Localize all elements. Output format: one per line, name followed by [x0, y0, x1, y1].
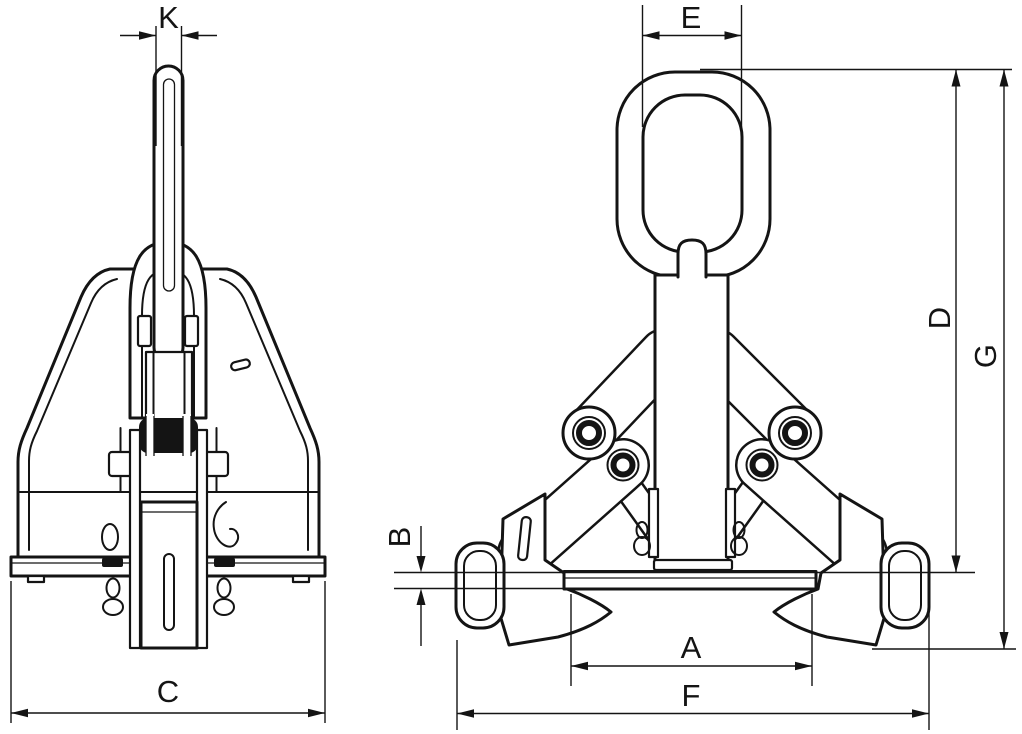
dimension-label-k: K [158, 0, 179, 35]
foot-slot [517, 515, 532, 562]
front-chain-left [633, 521, 651, 556]
stowed-hook [212, 501, 240, 548]
dimension-K: K [120, 0, 217, 146]
center-blade [139, 500, 199, 650]
dimension-B: B [382, 526, 566, 646]
side-face-slot [230, 358, 251, 372]
dimension-label-b: B [382, 527, 417, 548]
dimension-D: D [394, 68, 1012, 574]
dimension-label-a: A [681, 630, 702, 665]
dimension-F: F [456, 565, 930, 730]
chain-right [213, 577, 235, 616]
column [653, 273, 730, 564]
clevis-ear-left [136, 314, 153, 348]
link-stub [676, 238, 708, 279]
front-base-plate [562, 570, 818, 591]
dimension-A: A [570, 594, 813, 686]
front-view [454, 70, 931, 647]
dimension-label-c: C [157, 674, 179, 709]
handle-right [879, 541, 931, 630]
dimension-label-f: F [682, 678, 701, 713]
bail [152, 64, 185, 364]
dimension-label-e: E [681, 0, 702, 35]
clevis-ear-right [183, 314, 200, 348]
pivot-inner-right [745, 448, 779, 482]
side-view [9, 64, 327, 650]
side-band-hole [101, 523, 119, 551]
dimension-C: C [10, 581, 326, 723]
dimension-label-d: D [922, 307, 957, 329]
dimension-E: E [641, 0, 743, 127]
cross-pin [652, 558, 734, 572]
pivot-outer-right [767, 405, 823, 461]
front-chain-right [730, 521, 748, 556]
pivot-inner-left [606, 448, 640, 482]
wing-bolt-right [203, 427, 230, 492]
pivot-outer-left [561, 405, 617, 461]
handle-left [454, 541, 506, 630]
dimension-label-g: G [968, 344, 1003, 368]
chain-left [102, 577, 124, 616]
dimension-G: G [872, 69, 1016, 650]
